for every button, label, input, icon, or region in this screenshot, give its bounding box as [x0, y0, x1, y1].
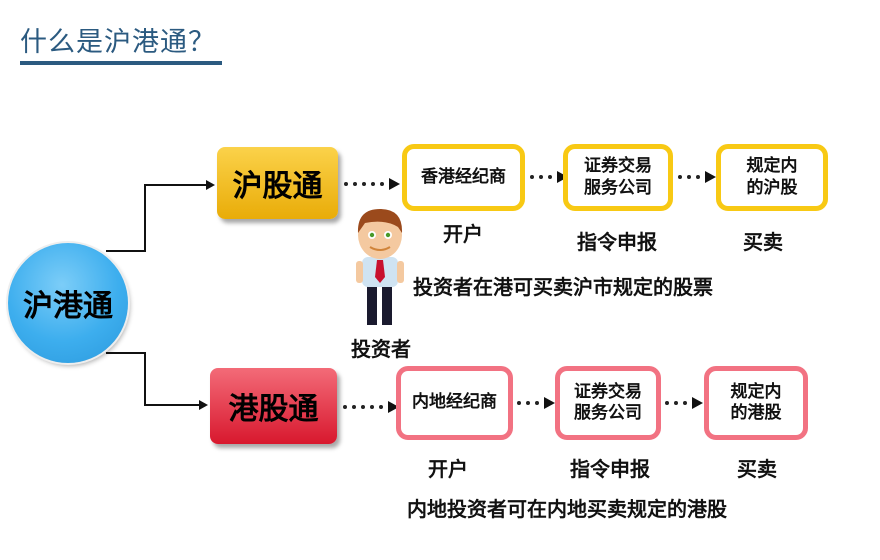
connector-top-h1 [106, 250, 146, 252]
dotted-arrow [517, 397, 555, 409]
step-box-exchange: 证券交易服务公司 [555, 366, 661, 440]
step-text: 规定内 [746, 156, 798, 177]
step-label: 指令申报 [570, 457, 650, 481]
northbound-box: 沪股通 [217, 147, 338, 219]
step-text: 的港股 [730, 403, 782, 423]
dotted-arrow [665, 397, 703, 409]
step-box-exchange: 证券交易服务公司 [563, 144, 673, 211]
connector-bottom-h2 [144, 404, 201, 406]
step-box-shanghai-stocks: 规定内的沪股 [716, 144, 828, 211]
connector-top-h2 [144, 184, 208, 186]
step-label: 开户 [443, 222, 483, 246]
step-box-hk-broker: 香港经纪商 [402, 144, 525, 211]
dotted-arrow [678, 171, 716, 183]
connector-bottom-v [144, 352, 146, 406]
southbound-note: 内地投资者可在内地买卖规定的港股 [407, 497, 727, 521]
step-text: 证券交易 [574, 381, 642, 402]
page-title: 什么是沪港通？ [20, 27, 216, 58]
hub-circle: 沪港通 [8, 243, 128, 363]
step-label: 指令申报 [577, 230, 657, 254]
step-text: 服务公司 [574, 403, 642, 423]
step-label: 开户 [428, 457, 468, 481]
southbound-box: 港股通 [210, 368, 337, 444]
southbound-label: 港股通 [228, 392, 319, 427]
step-text: 证券交易 [584, 156, 652, 177]
step-box-hk-stocks: 规定内的港股 [704, 366, 808, 440]
step-text: 的沪股 [746, 177, 798, 198]
connector-top-v [144, 184, 146, 252]
hub-label: 沪港通 [23, 289, 113, 324]
northbound-note: 投资者在港可买卖沪市规定的股票 [413, 275, 713, 299]
step-text: 内地经纪商 [412, 392, 497, 413]
step-box-mainland-broker: 内地经纪商 [396, 366, 513, 440]
title-underline [20, 61, 222, 65]
arrow-head-icon [199, 400, 208, 410]
connector-bottom-h1 [106, 352, 146, 354]
dotted-arrow [344, 178, 400, 190]
step-label: 买卖 [737, 457, 777, 481]
step-label: 买卖 [743, 230, 783, 254]
dotted-arrow [530, 171, 568, 183]
arrow-head-icon [206, 180, 215, 190]
step-text: 规定内 [730, 381, 782, 402]
step-text: 香港经纪商 [421, 166, 506, 187]
northbound-label: 沪股通 [232, 169, 323, 204]
dotted-arrow [343, 401, 399, 413]
investor-label: 投资者 [351, 337, 411, 361]
step-text: 服务公司 [584, 177, 652, 198]
investor-icon [356, 209, 404, 325]
